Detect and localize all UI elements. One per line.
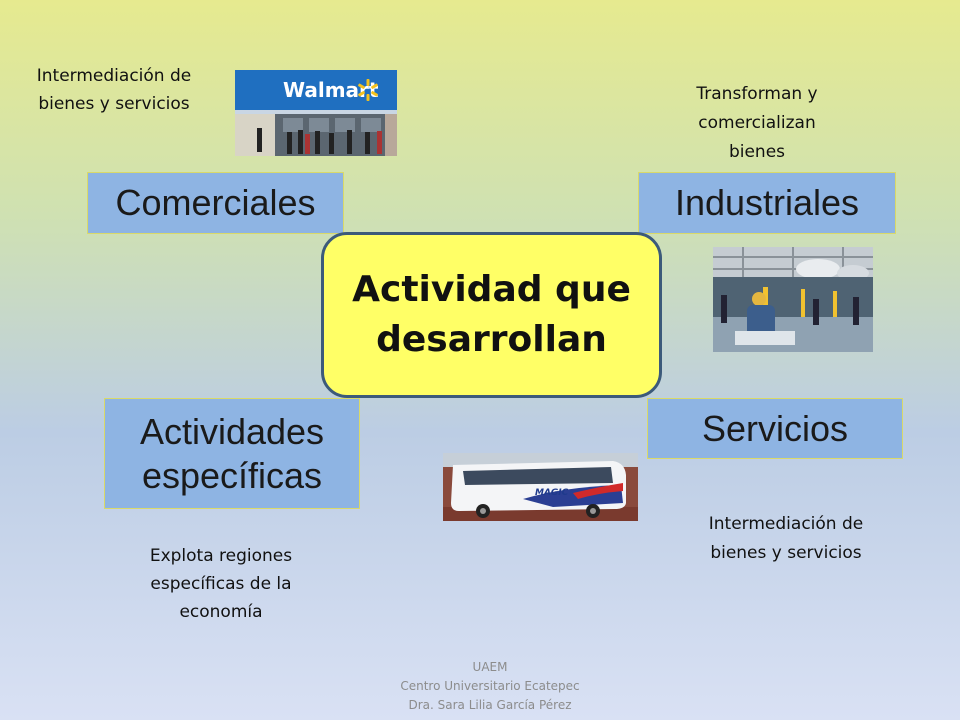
actividades-box: Actividades específicas: [104, 398, 360, 509]
servicios-note: Intermediación de bienes y servicios: [686, 510, 886, 568]
industriales-label: Industriales: [674, 182, 860, 223]
center-box: Actividad que desarrollan: [321, 232, 662, 398]
servicios-note-line: Intermediación de: [708, 514, 864, 534]
footer-line: UAEM: [472, 660, 508, 674]
actividades-note-line: economía: [179, 602, 263, 622]
servicios-label: Servicios: [701, 407, 849, 449]
actividades-note: Explota regiones específicas de la econo…: [116, 542, 326, 626]
comerciales-note-line: Intermediación de: [36, 66, 192, 86]
comerciales-label: Comerciales: [115, 182, 316, 223]
walmart-sign-text: Walmart: [283, 78, 379, 102]
comerciales-note-line: bienes y servicios: [38, 94, 190, 114]
center-title-line: Actividad que: [352, 269, 631, 310]
bus-photo: MAGIC: [443, 453, 638, 521]
actividades-label-line: específicas: [141, 454, 323, 496]
industriales-note-line: bienes: [728, 142, 786, 162]
comerciales-note: Intermediación de bienes y servicios: [14, 62, 214, 118]
servicios-note-line: bienes y servicios: [710, 543, 862, 563]
center-title-line: desarrollan: [376, 319, 607, 360]
industriales-box: Industriales: [638, 172, 896, 234]
actividades-note-line: específicas de la: [150, 574, 292, 594]
factory-photo: [713, 247, 873, 352]
industriales-note: Transforman y comercializan bienes: [650, 80, 864, 167]
comerciales-box: Comerciales: [87, 172, 344, 234]
industriales-note-line: comercializan: [698, 113, 816, 133]
servicios-box: Servicios: [647, 398, 903, 459]
walmart-store-photo: Walmart: [235, 70, 397, 156]
industriales-note-line: Transforman y: [696, 84, 818, 104]
actividades-note-line: Explota regiones: [149, 546, 293, 566]
footer-line: Centro Universitario Ecatepec: [400, 679, 580, 693]
actividades-label-line: Actividades: [139, 410, 325, 452]
footer-line: Dra. Sara Lilia García Pérez: [408, 698, 572, 712]
footer: UAEM Centro Universitario Ecatepec Dra. …: [340, 658, 640, 715]
bus-logo-text: MAGIC: [535, 488, 569, 498]
